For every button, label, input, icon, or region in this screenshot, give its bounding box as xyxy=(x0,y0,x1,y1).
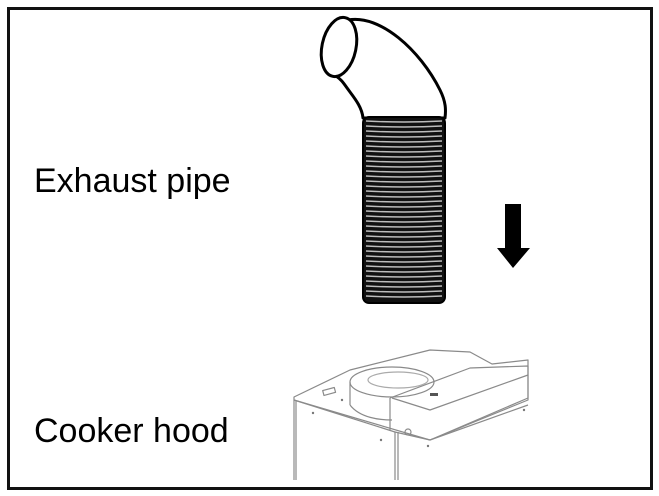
pipe-rib xyxy=(365,235,443,238)
pipe-rib xyxy=(365,255,443,258)
pipe-rib xyxy=(365,270,443,273)
pipe-rib xyxy=(365,240,443,243)
pipe-rib xyxy=(365,185,443,188)
cooker-hood-label: Cooker hood xyxy=(34,412,229,450)
pipe-rib xyxy=(365,125,443,128)
pipe-rib xyxy=(365,145,443,148)
pipe-rib xyxy=(365,260,443,263)
pipe-rib xyxy=(365,160,443,163)
pipe-rib xyxy=(365,265,443,268)
pipe-rib xyxy=(365,205,443,208)
exhaust-pipe-label: Exhaust pipe xyxy=(34,162,231,200)
pipe-rib xyxy=(365,225,443,228)
pipe-rib xyxy=(365,165,443,168)
pipe-ribs xyxy=(365,120,443,298)
pipe-rib xyxy=(365,175,443,178)
pipe-rib xyxy=(365,290,443,293)
pipe-rib xyxy=(365,170,443,173)
pipe-rib xyxy=(365,210,443,213)
diagram-frame xyxy=(7,7,653,490)
pipe-rib xyxy=(365,180,443,183)
pipe-rib xyxy=(365,295,443,298)
pipe-rib xyxy=(365,215,443,218)
exhaust-pipe-illustration xyxy=(319,15,447,304)
arrow-down-icon xyxy=(497,204,530,268)
pipe-rib xyxy=(365,285,443,288)
pipe-elbow xyxy=(335,17,447,120)
pipe-rib xyxy=(365,150,443,153)
pipe-rib xyxy=(365,245,443,248)
pipe-opening xyxy=(319,15,359,79)
pipe-rib xyxy=(365,280,443,283)
pipe-rib xyxy=(365,220,443,223)
pipe-rib xyxy=(365,230,443,233)
pipe-rib xyxy=(365,250,443,253)
cooker-hood-illustration xyxy=(293,349,529,480)
pipe-body xyxy=(362,116,446,304)
pipe-rib xyxy=(365,190,443,193)
pipe-rib xyxy=(365,120,443,123)
pipe-rib xyxy=(365,155,443,158)
pipe-rib xyxy=(365,140,443,143)
pipe-rib xyxy=(365,195,443,198)
pipe-rib xyxy=(365,275,443,278)
pipe-rib xyxy=(365,130,443,133)
pipe-rib xyxy=(365,200,443,203)
pipe-rib xyxy=(365,135,443,138)
